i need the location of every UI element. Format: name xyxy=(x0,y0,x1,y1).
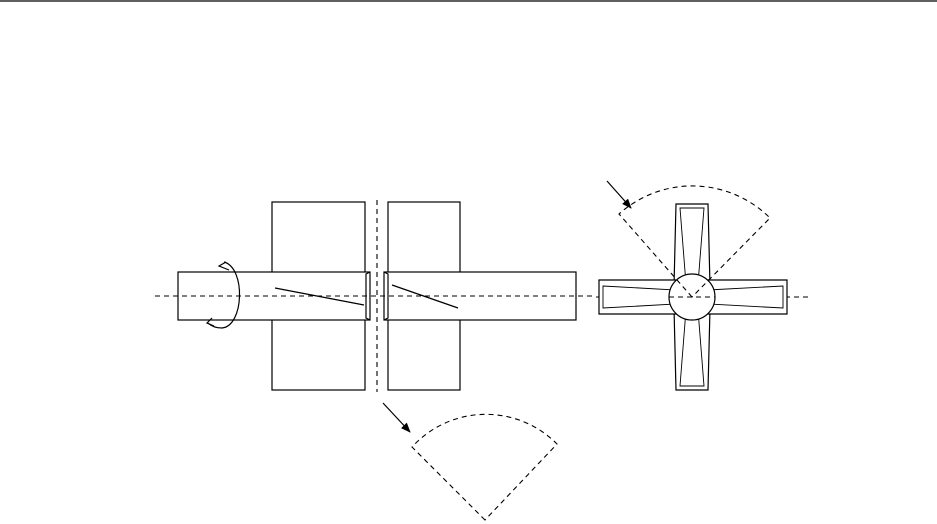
rotor-arm-right xyxy=(706,280,787,314)
pointer-arrow-icon xyxy=(383,403,410,432)
rotor-arm-left xyxy=(599,280,678,314)
sector-indicator-lower xyxy=(383,403,557,520)
cross-shaped-rotor-end-view xyxy=(596,204,812,390)
shaft-side-view xyxy=(155,200,595,392)
pointer-arrow-icon xyxy=(607,181,631,208)
